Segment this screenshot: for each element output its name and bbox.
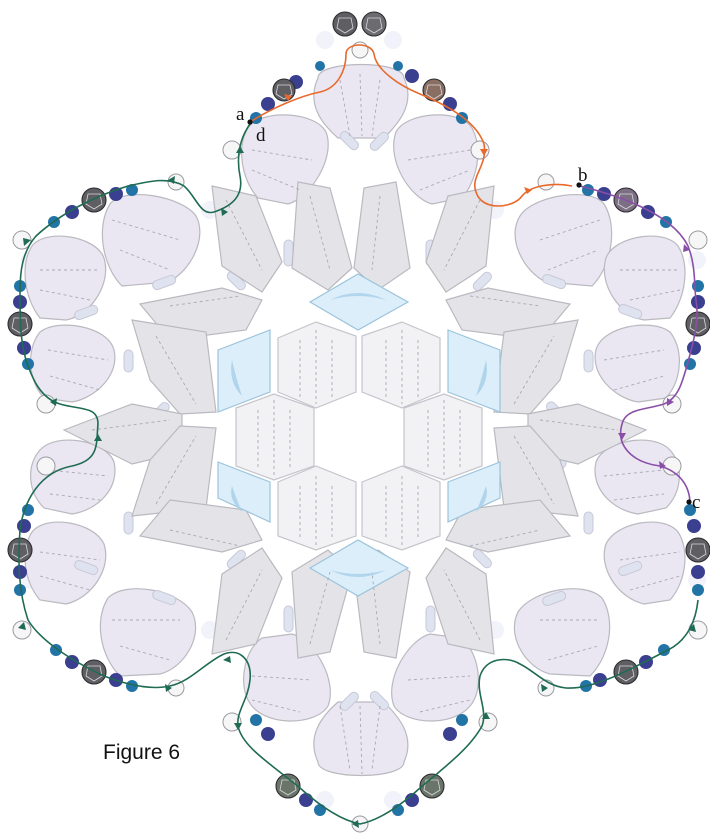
lobe-left-lower-a <box>100 589 195 676</box>
point-label-c: c <box>692 492 700 513</box>
lobe-right-mid-lower <box>595 440 679 514</box>
point-a-marker <box>247 119 252 124</box>
figure-caption: Figure 6 <box>103 741 180 765</box>
lobe-right-upper-a <box>515 195 612 286</box>
lobe-right-upper-b <box>604 236 685 320</box>
lobe-left-lower-b <box>25 522 106 604</box>
lobe-top-center <box>314 65 408 139</box>
lobe-right-mid-upper <box>595 325 679 402</box>
point-c-marker <box>686 499 691 504</box>
lobe-right-lower-a <box>514 589 609 676</box>
lobe-right-lower-b <box>604 522 685 604</box>
point-label-a: a <box>236 104 245 125</box>
lobe-left-mid-upper <box>31 325 115 402</box>
point-label-b: b <box>578 165 588 186</box>
point-label-d: d <box>256 125 266 146</box>
lobe-top-right <box>394 115 478 204</box>
central-hexagons <box>236 322 482 550</box>
lobe-left-mid-lower <box>31 440 115 514</box>
lobe-left-upper-a <box>102 195 199 286</box>
